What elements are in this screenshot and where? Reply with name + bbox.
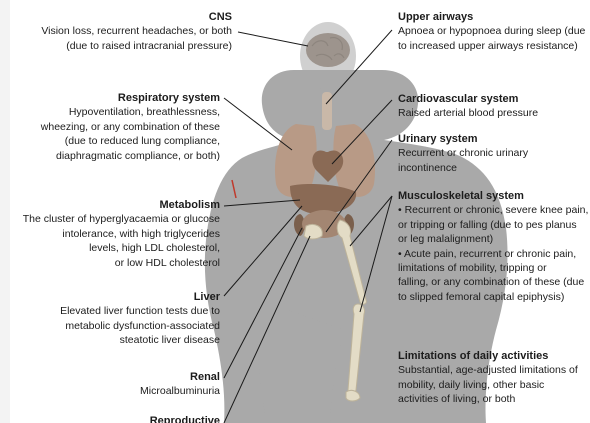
label-renal: Renal Microalbuminuria bbox=[10, 370, 220, 399]
label-metabolism-heading: Metabolism bbox=[10, 198, 220, 212]
leader-cns bbox=[238, 32, 308, 46]
label-respiratory: Respiratory system Hypoventilation, brea… bbox=[10, 91, 220, 163]
label-respiratory-text: Hypoventilation, breathlessness, wheezin… bbox=[10, 105, 220, 163]
label-daily-activities: Limitations of daily activities Substant… bbox=[398, 349, 590, 407]
label-renal-text: Microalbuminuria bbox=[10, 384, 220, 398]
trachea-icon bbox=[322, 92, 332, 130]
label-upper-airways: Upper airways Apnoea or hypopnoea during… bbox=[398, 10, 590, 53]
label-upper-airways-heading: Upper airways bbox=[398, 10, 590, 24]
label-musculoskeletal-text: • Recurrent or chronic, severe knee pain… bbox=[398, 203, 590, 304]
label-cns: CNS Vision loss, recurrent headaches, or… bbox=[10, 10, 232, 53]
label-urinary-heading: Urinary system bbox=[398, 132, 590, 146]
label-cns-text: Vision loss, recurrent headaches, or bot… bbox=[10, 24, 232, 53]
label-daily-activities-text: Substantial, age-adjusted limitations of… bbox=[398, 363, 590, 406]
figure-panel: CNS Vision loss, recurrent headaches, or… bbox=[10, 0, 590, 423]
label-metabolism: Metabolism The cluster of hyperglyacaemi… bbox=[10, 198, 220, 270]
label-liver-heading: Liver bbox=[10, 290, 220, 304]
label-metabolism-text: The cluster of hyperglyacaemia or glucos… bbox=[10, 212, 220, 270]
label-musculoskeletal: Musculoskeletal system • Recurrent or ch… bbox=[398, 189, 590, 304]
label-reproductive-heading: Reproductive bbox=[10, 414, 220, 423]
label-liver: Liver Elevated liver function tests due … bbox=[10, 290, 220, 348]
label-cns-heading: CNS bbox=[10, 10, 232, 24]
label-daily-activities-heading: Limitations of daily activities bbox=[398, 349, 590, 363]
label-cardiovascular-heading: Cardiovascular system bbox=[398, 92, 590, 106]
label-liver-text: Elevated liver function tests due to met… bbox=[10, 304, 220, 347]
label-upper-airways-text: Apnoea or hypopnoea during sleep (due to… bbox=[398, 24, 590, 53]
label-musculoskeletal-heading: Musculoskeletal system bbox=[398, 189, 590, 203]
label-cardiovascular: Cardiovascular system Raised arterial bl… bbox=[398, 92, 590, 121]
label-urinary-text: Recurrent or chronic urinary incontinenc… bbox=[398, 146, 590, 175]
label-cardiovascular-text: Raised arterial blood pressure bbox=[398, 106, 590, 120]
label-renal-heading: Renal bbox=[10, 370, 220, 384]
label-urinary: Urinary system Recurrent or chronic urin… bbox=[398, 132, 590, 175]
label-reproductive: Reproductive bbox=[10, 414, 220, 423]
label-respiratory-heading: Respiratory system bbox=[10, 91, 220, 105]
hip-bone-icon bbox=[304, 224, 322, 239]
